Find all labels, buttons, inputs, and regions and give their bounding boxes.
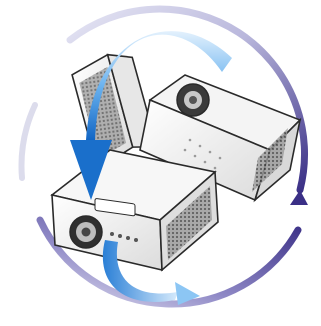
ring-arrowhead-icon — [290, 190, 308, 205]
projector-icon — [52, 150, 218, 270]
